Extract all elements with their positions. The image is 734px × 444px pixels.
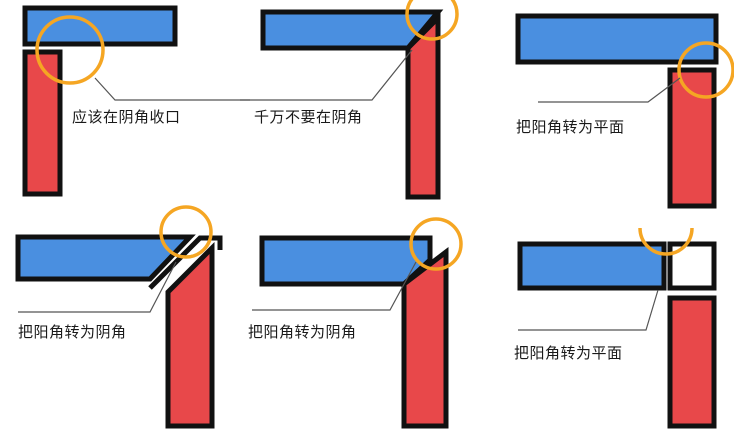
panel-label: 把阳角转为平面 bbox=[514, 344, 623, 362]
highlight-circle bbox=[159, 205, 213, 259]
panel-label: 千万不要在阴角 bbox=[254, 108, 363, 126]
panel-5: 把阳角转为阴角 bbox=[248, 217, 463, 429]
panel-2: 千万不要在阴角 bbox=[240, 0, 459, 200]
highlight-circle bbox=[35, 15, 105, 85]
red-panel bbox=[165, 241, 215, 429]
panel-1: 应该在阴角收口 bbox=[22, 5, 250, 197]
blue-panel bbox=[259, 235, 433, 287]
leader-line bbox=[538, 77, 681, 103]
blue-panel bbox=[517, 241, 667, 291]
leader-line bbox=[240, 49, 413, 101]
panel-4: 把阳角转为阴角 bbox=[15, 205, 223, 429]
leader-line bbox=[518, 289, 659, 331]
highlight-circle bbox=[409, 217, 463, 271]
red-panel bbox=[22, 49, 63, 197]
leader-line bbox=[94, 77, 250, 101]
panel-3: 把阳角转为平面 bbox=[515, 13, 734, 209]
leader-line bbox=[18, 261, 177, 313]
panel-label: 把阳角转为阴角 bbox=[18, 323, 127, 341]
panel-label: 把阳角转为阴角 bbox=[248, 323, 357, 341]
panel-label: 应该在阴角收口 bbox=[72, 108, 181, 126]
blue-panel bbox=[260, 9, 444, 51]
leader-line bbox=[252, 261, 417, 311]
panel-label: 把阳角转为平面 bbox=[516, 118, 625, 136]
blue-panel bbox=[15, 234, 196, 282]
panel-6: 把阳角转为平面 bbox=[514, 227, 717, 429]
red-panel bbox=[667, 67, 717, 209]
highlight-circle bbox=[638, 227, 694, 256]
highlight-circle bbox=[405, 0, 459, 41]
highlight-circle bbox=[677, 41, 734, 99]
blue-panel bbox=[515, 13, 719, 65]
red-panel bbox=[667, 295, 717, 429]
